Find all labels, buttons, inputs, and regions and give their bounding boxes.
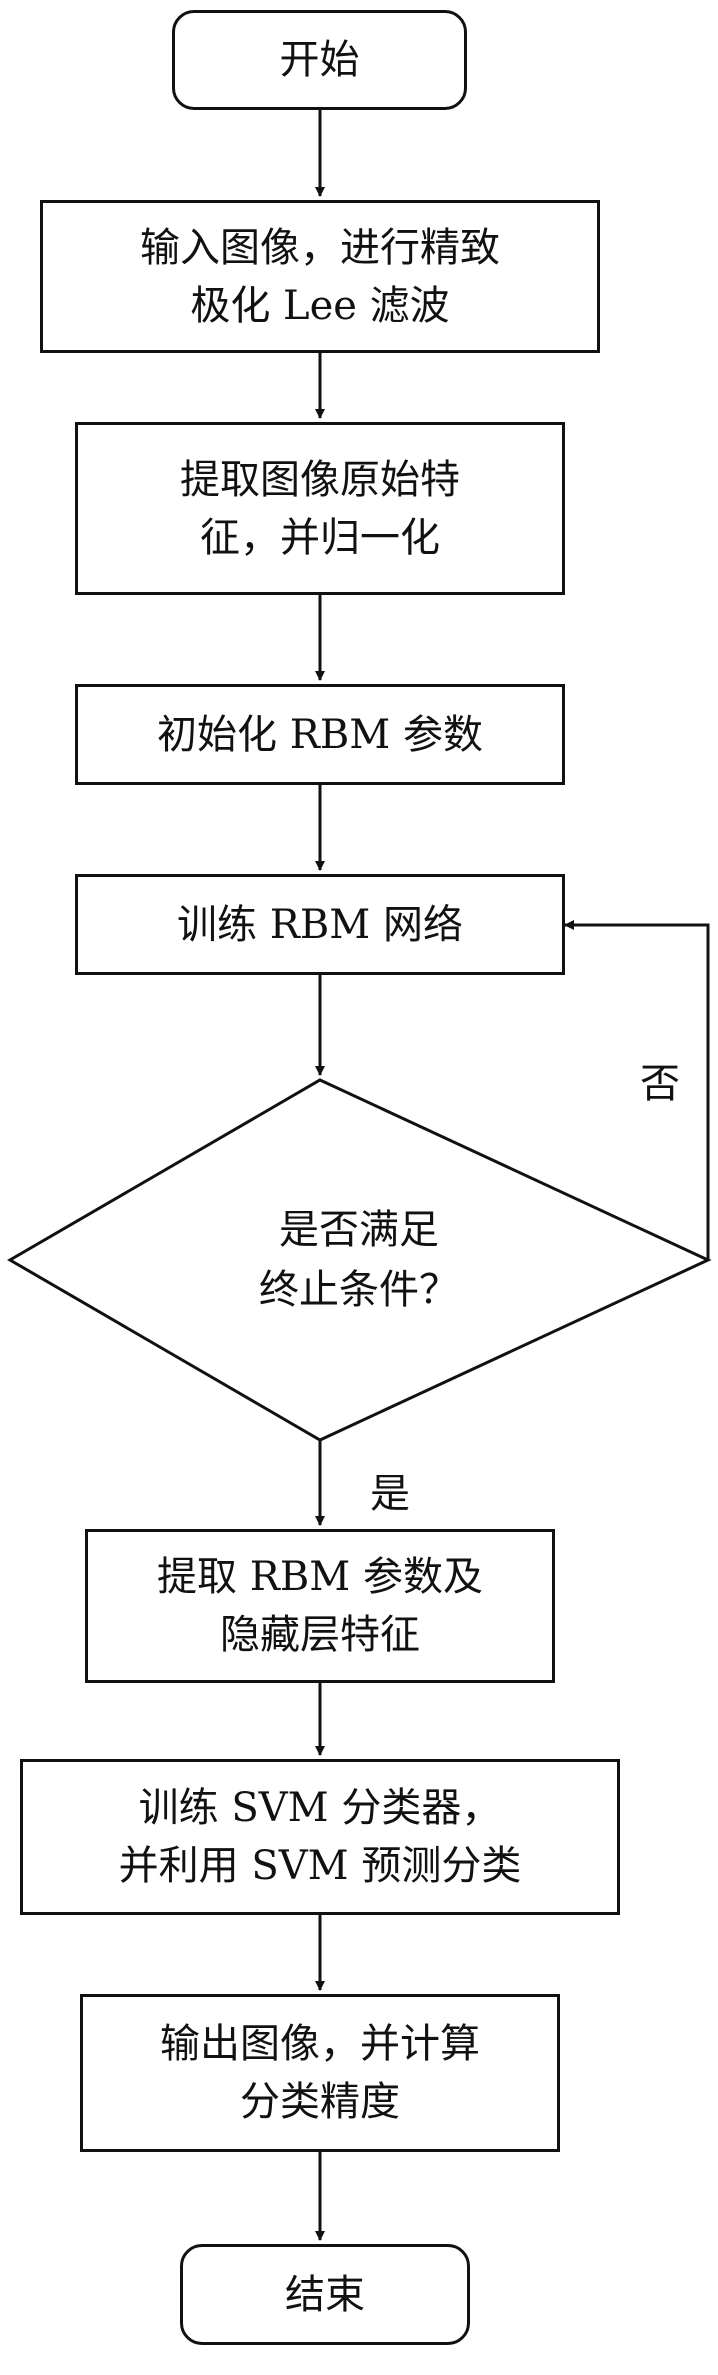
decision-line-1: 是否满足 bbox=[279, 1207, 439, 1253]
decision-label: 是否满足 终止条件？ bbox=[10, 1080, 708, 1440]
extract-hidden-line-1: 提取 RBM 参数及 bbox=[157, 1554, 483, 1600]
init-rbm-step: 初始化 RBM 参数 bbox=[75, 684, 565, 785]
extract-hidden-step: 提取 RBM 参数及 隐藏层特征 bbox=[85, 1529, 555, 1683]
output-step: 输出图像，并计算 分类精度 bbox=[80, 1994, 560, 2152]
output-line-2: 分类精度 bbox=[240, 2079, 400, 2125]
extract-feature-line-1: 提取图像原始特 bbox=[180, 456, 460, 503]
end-label: 结束 bbox=[285, 2271, 365, 2318]
filter-step-line-1: 输入图像，进行精致 bbox=[140, 224, 500, 271]
no-branch-label: 否 bbox=[640, 1061, 680, 1107]
start-label: 开始 bbox=[279, 37, 360, 83]
svm-line-2: 并利用 SVM 预测分类 bbox=[118, 1843, 522, 1889]
start-node: 开始 bbox=[172, 10, 467, 110]
train-rbm-step: 训练 RBM 网络 bbox=[75, 874, 565, 975]
init-rbm-label: 初始化 RBM 参数 bbox=[157, 711, 483, 758]
output-line-1: 输出图像，并计算 bbox=[160, 2021, 480, 2067]
filter-step: 输入图像，进行精致 极化 Lee 滤波 bbox=[40, 200, 600, 353]
svm-step: 训练 SVM 分类器， 并利用 SVM 预测分类 bbox=[20, 1759, 620, 1915]
extract-feature-step: 提取图像原始特 征，并归一化 bbox=[75, 422, 565, 595]
arrow-no-loop bbox=[564, 920, 710, 1260]
filter-step-line-2: 极化 Lee 滤波 bbox=[190, 282, 450, 329]
yes-branch-label: 是 bbox=[370, 1471, 410, 1517]
extract-feature-line-2: 征，并归一化 bbox=[200, 514, 440, 561]
decision-line-2: 终止条件？ bbox=[259, 1267, 459, 1313]
end-node: 结束 bbox=[180, 2244, 470, 2345]
svm-line-1: 训练 SVM 分类器， bbox=[138, 1785, 502, 1831]
extract-hidden-line-2: 隐藏层特征 bbox=[220, 1612, 420, 1658]
train-rbm-label: 训练 RBM 网络 bbox=[177, 901, 463, 948]
